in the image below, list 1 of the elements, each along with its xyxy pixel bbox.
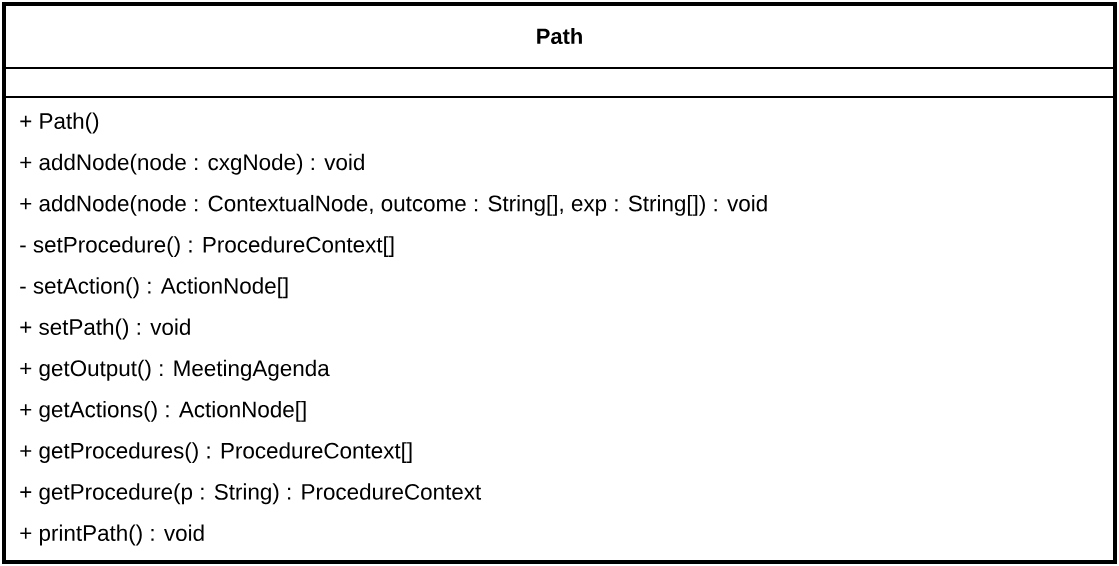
class-box: Path + Path() + addNode(node : cxgNode) : void + addNode(node : ContextualNode, outcome : String[], exp : String[]) : void - setProcedure() : ProcedureContext[] - setAction() : ActionNode[] + setPath() : void + getOutput() : MeetingAgenda + getActions() : ActionNode[] + getProcedures() : ProcedureContext[] + getProcedure(p : String) : ProcedureContext + printPath() : void <box>2 2 1117 564</box>
